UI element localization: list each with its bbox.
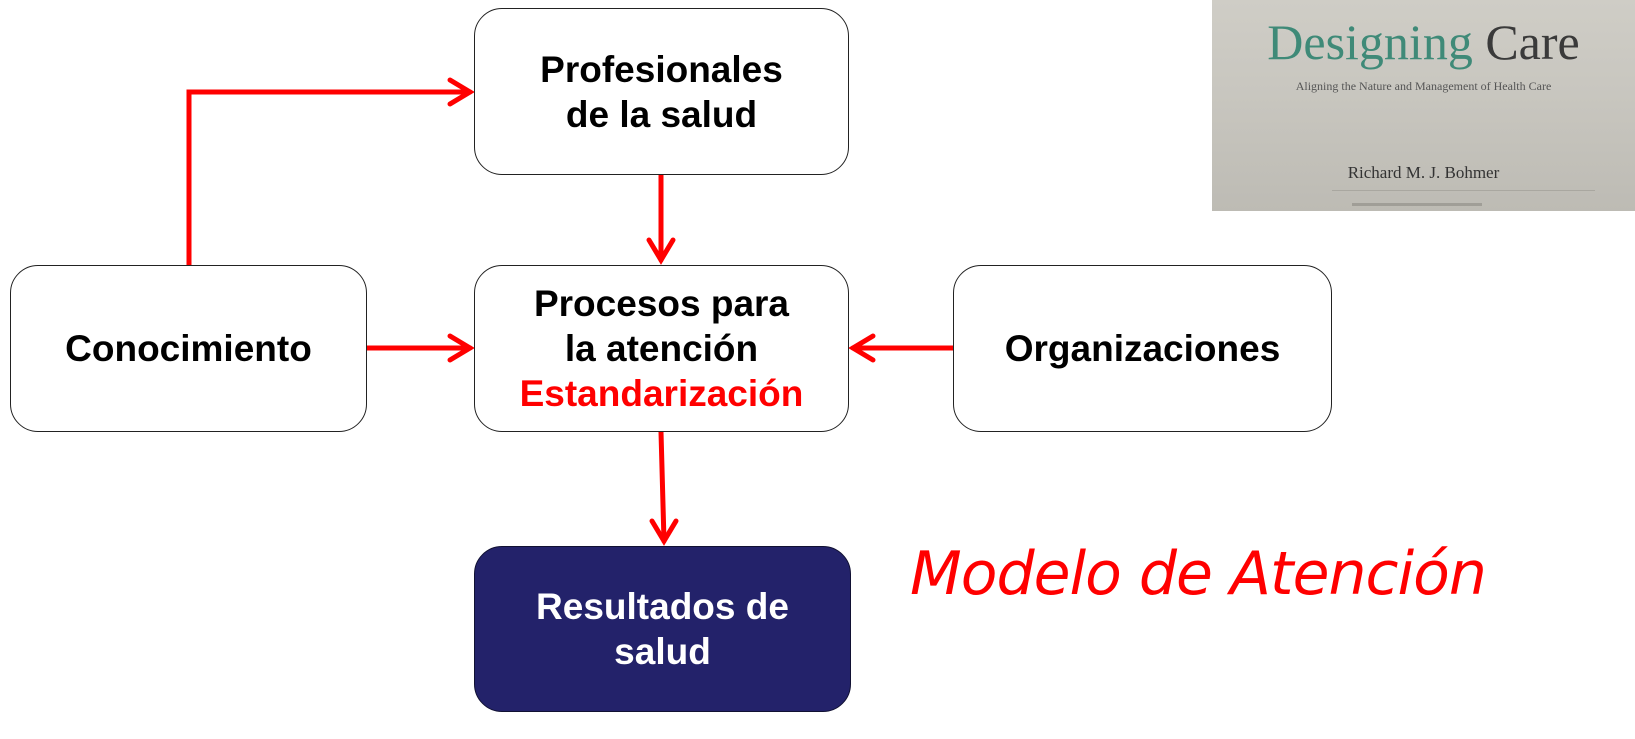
arrowhead-procesos-left — [447, 333, 475, 363]
arrowhead-procesos-right — [848, 333, 876, 363]
node-resultados: Resultados de salud — [474, 546, 851, 712]
book-title-part1: Designing — [1267, 14, 1473, 70]
node-conocimiento: Conocimiento — [10, 265, 367, 432]
node-organizaciones-label: Organizaciones — [1004, 328, 1281, 369]
arrowhead-profesionales — [447, 77, 475, 107]
node-profesionales: Profesionales de la salud — [474, 8, 849, 175]
node-procesos-highlight: Estandarización — [519, 373, 804, 414]
node-profesionales-line2: de la salud — [565, 93, 758, 135]
node-resultados-line1: Resultados de — [536, 586, 789, 627]
node-procesos: Procesos para la atención Estandarizació… — [474, 265, 849, 432]
node-conocimiento-label: Conocimiento — [65, 328, 312, 369]
node-organizaciones: Organizaciones — [953, 265, 1332, 432]
book-subtitle: Aligning the Nature and Management of He… — [1295, 79, 1552, 93]
book-publisher-mark — [1352, 203, 1482, 206]
book-author: Richard M. J. Bohmer — [1347, 163, 1500, 182]
arrowhead-procesos-top — [646, 237, 676, 265]
arrowhead-resultados — [649, 518, 679, 546]
node-profesionales-line1: Profesionales — [540, 48, 783, 90]
book-divider — [1332, 190, 1595, 191]
arrow-procesos-to-resultados — [658, 429, 667, 544]
book-cover-image: Designing Care Aligning the Nature and M… — [1212, 0, 1635, 211]
node-resultados-line2: salud — [614, 631, 711, 672]
arrow-conocimiento-to-profesionales — [186, 89, 473, 268]
diagram-title: Modelo de Atención — [910, 539, 1487, 609]
node-procesos-line2: la atención — [564, 328, 759, 369]
book-title-part2: Care — [1485, 14, 1580, 70]
book-title: Designing Care — [1212, 12, 1635, 72]
node-procesos-line1: Procesos para — [533, 283, 790, 324]
